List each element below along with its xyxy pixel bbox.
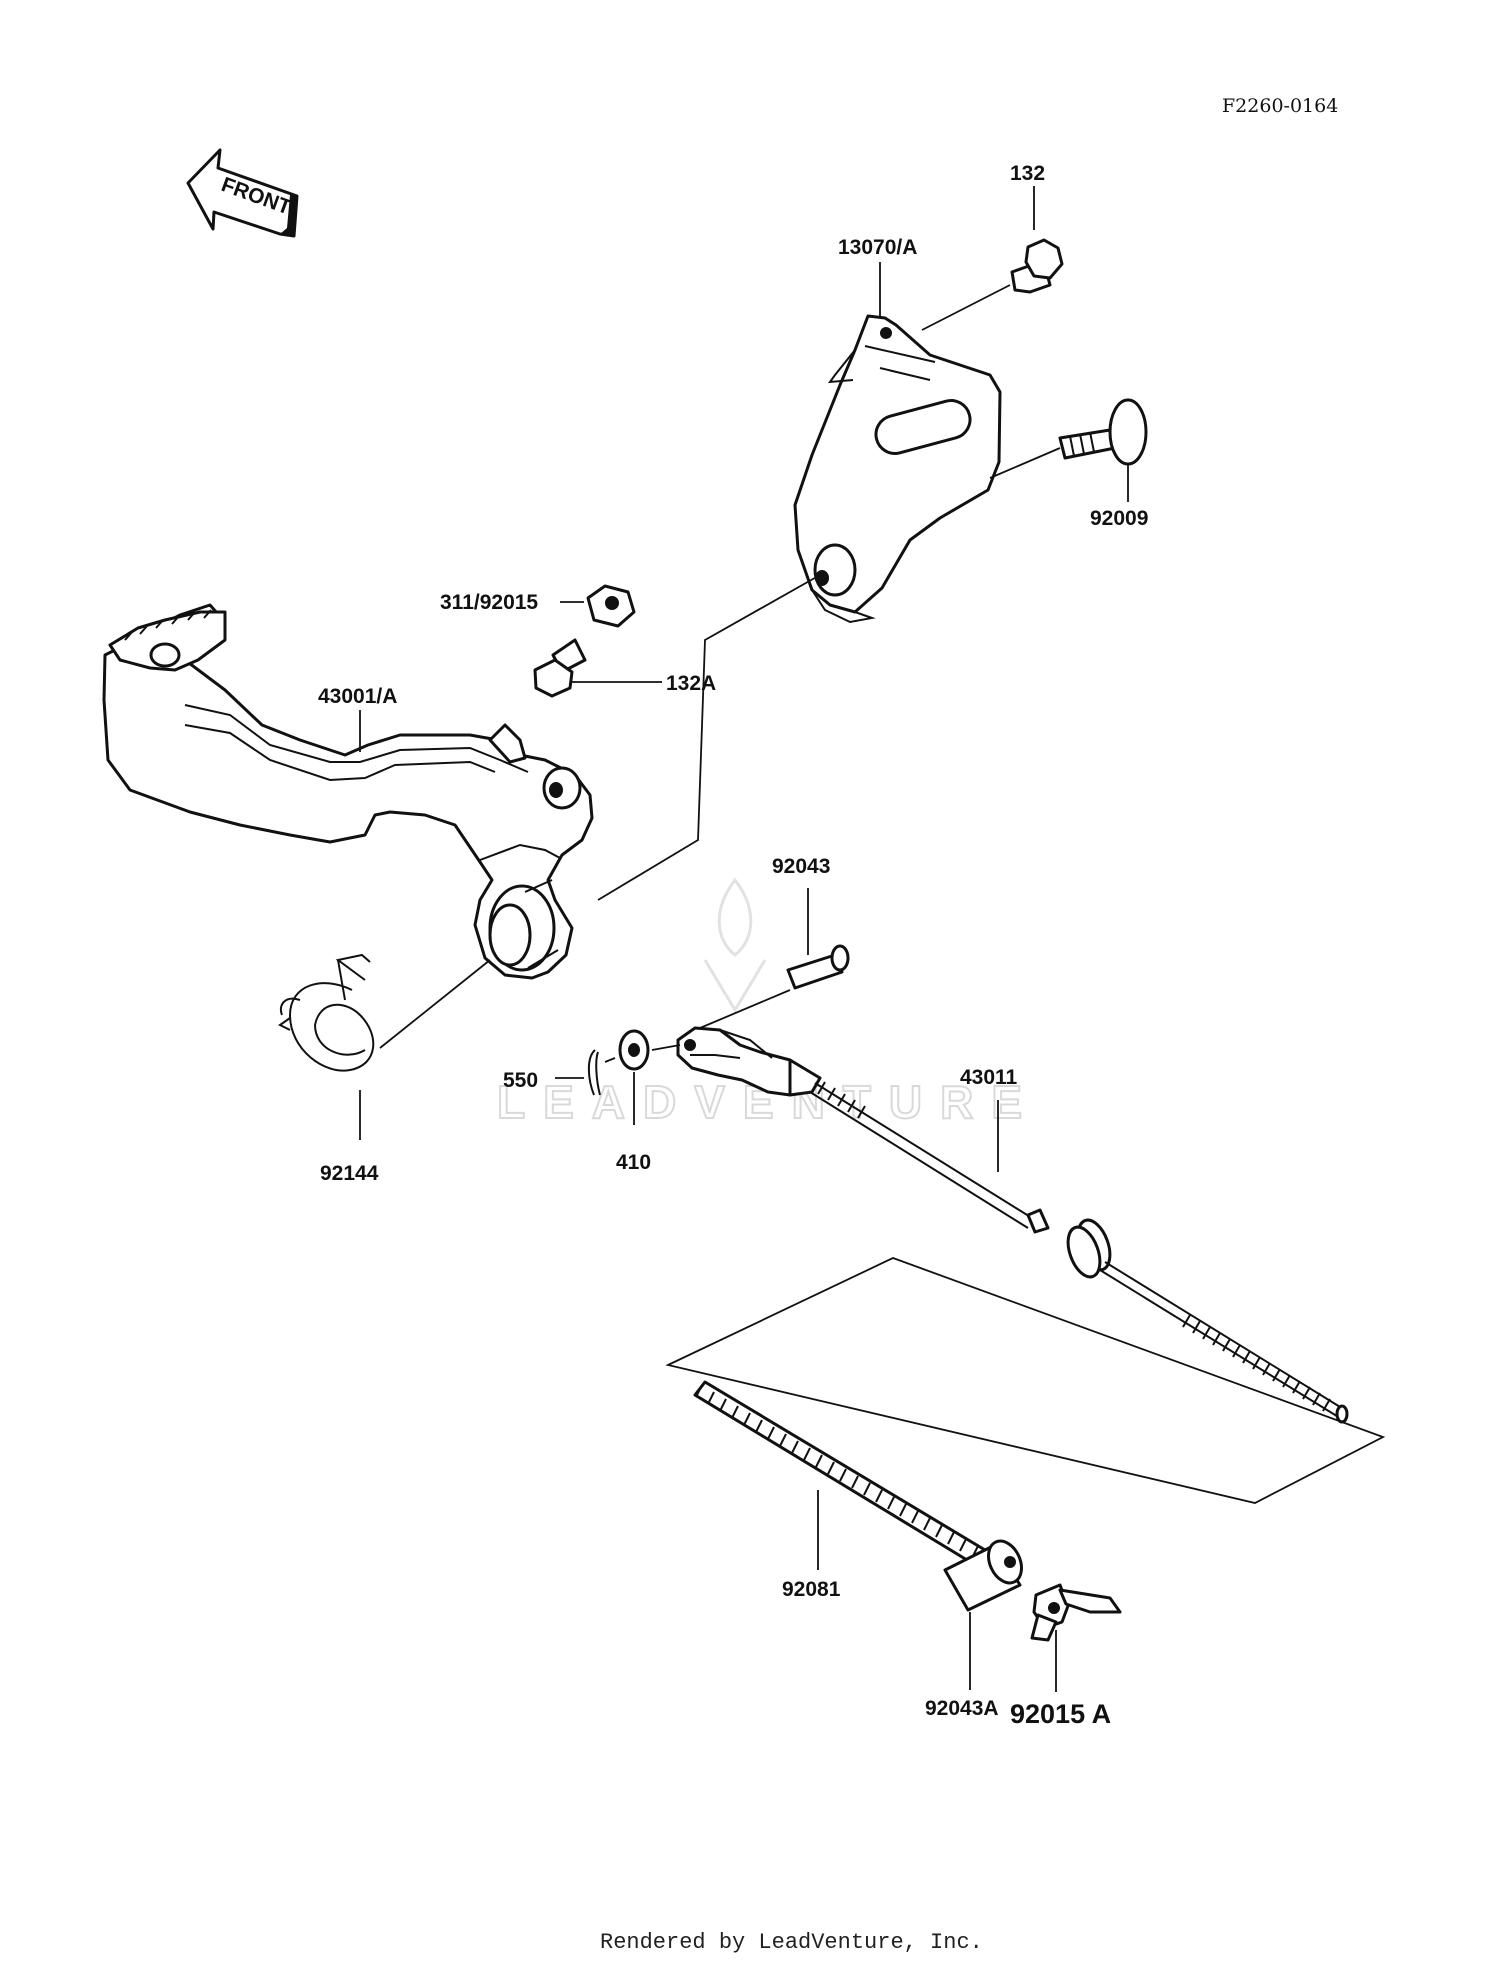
collar-92043a bbox=[943, 1539, 1023, 1690]
spring-92081 bbox=[693, 1380, 1012, 1582]
washer-410 bbox=[604, 1029, 681, 1125]
cotter-pin-550 bbox=[555, 1049, 601, 1096]
nut-311-92015 bbox=[560, 584, 636, 628]
label-132a: 132A bbox=[666, 672, 716, 695]
label-92081: 92081 bbox=[782, 1578, 841, 1601]
reference-number: F2260-0164 bbox=[1222, 95, 1338, 117]
label-92009: 92009 bbox=[1090, 507, 1148, 530]
lower-group-outline bbox=[665, 1257, 1386, 1504]
footer-credit: Rendered by LeadVenture, Inc. bbox=[600, 1930, 983, 1955]
label-132: 132 bbox=[1010, 162, 1045, 185]
label-13070a: 13070/A bbox=[838, 236, 917, 259]
label-43011: 43011 bbox=[960, 1066, 1018, 1089]
label-550: 550 bbox=[503, 1069, 538, 1092]
front-arrow-icon: FRONT bbox=[186, 148, 299, 238]
bolt-132a bbox=[533, 638, 662, 698]
label-92043: 92043 bbox=[772, 855, 830, 878]
watermark-logo-icon bbox=[703, 877, 767, 1013]
pin-92043 bbox=[699, 888, 850, 1029]
label-92043a: 92043A bbox=[925, 1697, 999, 1720]
return-spring bbox=[278, 953, 491, 1140]
label-311-92015: 311/92015 bbox=[440, 591, 538, 614]
bolt-132 bbox=[921, 238, 1064, 331]
brake-pedal bbox=[102, 574, 821, 980]
label-410: 410 bbox=[616, 1151, 651, 1174]
brake-rod bbox=[676, 1026, 1349, 1424]
brake-pedal-bracket bbox=[793, 314, 1002, 624]
bolt-92009 bbox=[989, 398, 1148, 502]
wing-nut-92015a bbox=[1030, 1583, 1122, 1692]
label-92015a: 92015 A bbox=[1010, 1699, 1111, 1729]
label-43001a: 43001/A bbox=[318, 685, 397, 708]
label-92144: 92144 bbox=[320, 1162, 379, 1185]
